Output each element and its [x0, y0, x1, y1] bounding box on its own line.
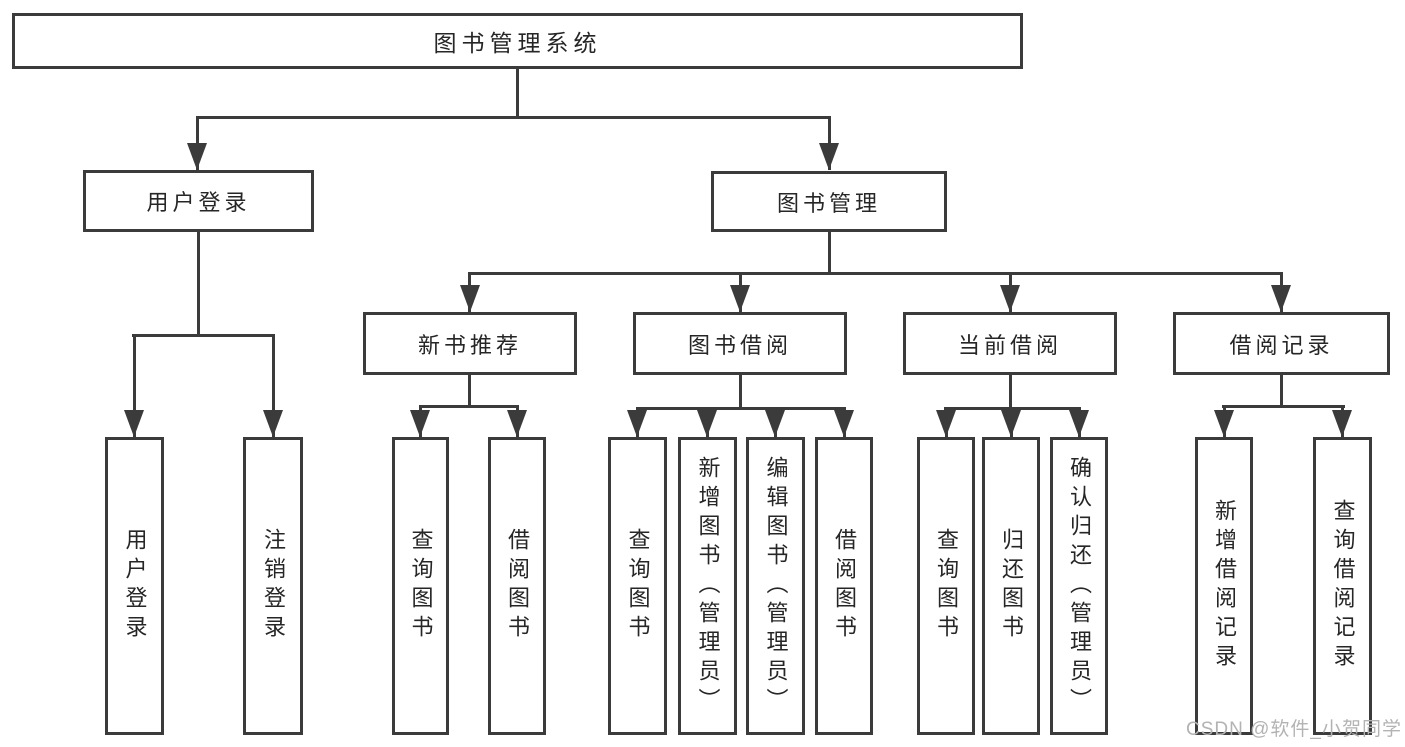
arrowhead-down-icon [1000, 285, 1020, 312]
node-library-system-label: 图书管理系统 [433, 30, 602, 56]
arrowhead-down-icon [819, 143, 839, 170]
arrowhead-down-icon [697, 410, 717, 437]
leaf-borrow-edit-books-admin-label: 编辑图书（管理员） [763, 455, 789, 717]
arrowhead-down-icon [1271, 285, 1291, 312]
connector-line [636, 407, 846, 410]
leaf-borrow-borrow-books: 借阅图书 [815, 437, 873, 735]
node-book-borrow: 图书借阅 [633, 312, 847, 375]
connector-line [468, 272, 1283, 275]
connector-line [133, 334, 136, 437]
arrowhead-down-icon [730, 285, 750, 312]
leaf-logout-label: 注销登录 [261, 528, 286, 644]
leaf-records-query-record-label: 查询借阅记录 [1330, 499, 1356, 673]
arrowhead-down-icon [627, 410, 647, 437]
connector-line [468, 375, 471, 405]
leaf-recommend-query-books: 查询图书 [392, 437, 449, 735]
node-user-login-label: 用户登录 [146, 190, 251, 215]
arrowhead-down-icon [263, 410, 283, 437]
connector-line [1280, 375, 1283, 405]
connector-line [1009, 375, 1012, 407]
leaf-records-query-record: 查询借阅记录 [1313, 437, 1372, 735]
node-book-borrow-label: 图书借阅 [687, 332, 792, 358]
arrowhead-down-icon [460, 285, 480, 312]
arrowhead-down-icon [765, 410, 785, 437]
arrowhead-down-icon [1214, 410, 1234, 437]
connector-line [419, 405, 519, 408]
connector-line [828, 232, 831, 272]
arrowhead-down-icon [834, 410, 854, 437]
connector-line [196, 116, 831, 119]
node-borrow-records-label: 借阅记录 [1229, 332, 1334, 358]
leaf-borrow-add-books-admin: 新增图书（管理员） [678, 437, 737, 735]
leaf-logout: 注销登录 [243, 437, 303, 735]
leaf-user-login: 用户登录 [105, 437, 164, 735]
arrowhead-down-icon [507, 410, 527, 437]
node-current-borrow-label: 当前借阅 [957, 332, 1062, 358]
leaf-current-return-books-label: 归还图书 [999, 528, 1024, 644]
arrowhead-down-icon [1001, 410, 1021, 437]
node-library-system: 图书管理系统 [12, 13, 1023, 69]
arrowhead-down-icon [1332, 410, 1352, 437]
leaf-recommend-borrow-books-label: 借阅图书 [505, 528, 530, 644]
leaf-records-add-record-label: 新增借阅记录 [1212, 499, 1237, 673]
leaf-recommend-query-books-label: 查询图书 [408, 528, 434, 644]
leaf-current-confirm-return-admin: 确认归还（管理员） [1050, 437, 1108, 735]
leaf-borrow-borrow-books-label: 借阅图书 [832, 528, 857, 644]
node-book-management-label: 图书管理 [776, 190, 881, 216]
arrowhead-down-icon [187, 143, 207, 170]
arrowhead-down-icon [1069, 410, 1089, 437]
leaf-current-confirm-return-admin-label: 确认归还（管理员） [1067, 455, 1092, 717]
node-current-borrow: 当前借阅 [903, 312, 1117, 375]
arrowhead-down-icon [410, 410, 430, 437]
connector-line [197, 232, 200, 336]
connector-line [272, 334, 275, 437]
leaf-recommend-borrow-books: 借阅图书 [488, 437, 546, 735]
node-borrow-records: 借阅记录 [1173, 312, 1390, 375]
connector-line [739, 375, 742, 407]
arrowhead-down-icon [936, 410, 956, 437]
leaf-borrow-query-books: 查询图书 [608, 437, 667, 735]
connector-line [516, 69, 519, 116]
leaf-records-add-record: 新增借阅记录 [1195, 437, 1253, 735]
watermark: CSDN @软件_小贺同学 [1186, 719, 1402, 740]
leaf-borrow-query-books-label: 查询图书 [625, 528, 651, 644]
node-new-book-recommend-label: 新书推荐 [417, 332, 522, 358]
connector-line [1222, 405, 1345, 408]
leaf-current-query-books-label: 查询图书 [934, 528, 959, 644]
connector-line [132, 334, 275, 337]
leaf-user-login-label: 用户登录 [122, 528, 148, 644]
arrowhead-down-icon [124, 410, 144, 437]
node-new-book-recommend: 新书推荐 [363, 312, 577, 375]
node-book-management: 图书管理 [711, 171, 947, 232]
node-user-login: 用户登录 [83, 170, 314, 232]
leaf-current-return-books: 归还图书 [982, 437, 1040, 735]
leaf-borrow-edit-books-admin: 编辑图书（管理员） [746, 437, 805, 735]
leaf-current-query-books: 查询图书 [917, 437, 975, 735]
leaf-borrow-add-books-admin-label: 新增图书（管理员） [695, 455, 721, 717]
